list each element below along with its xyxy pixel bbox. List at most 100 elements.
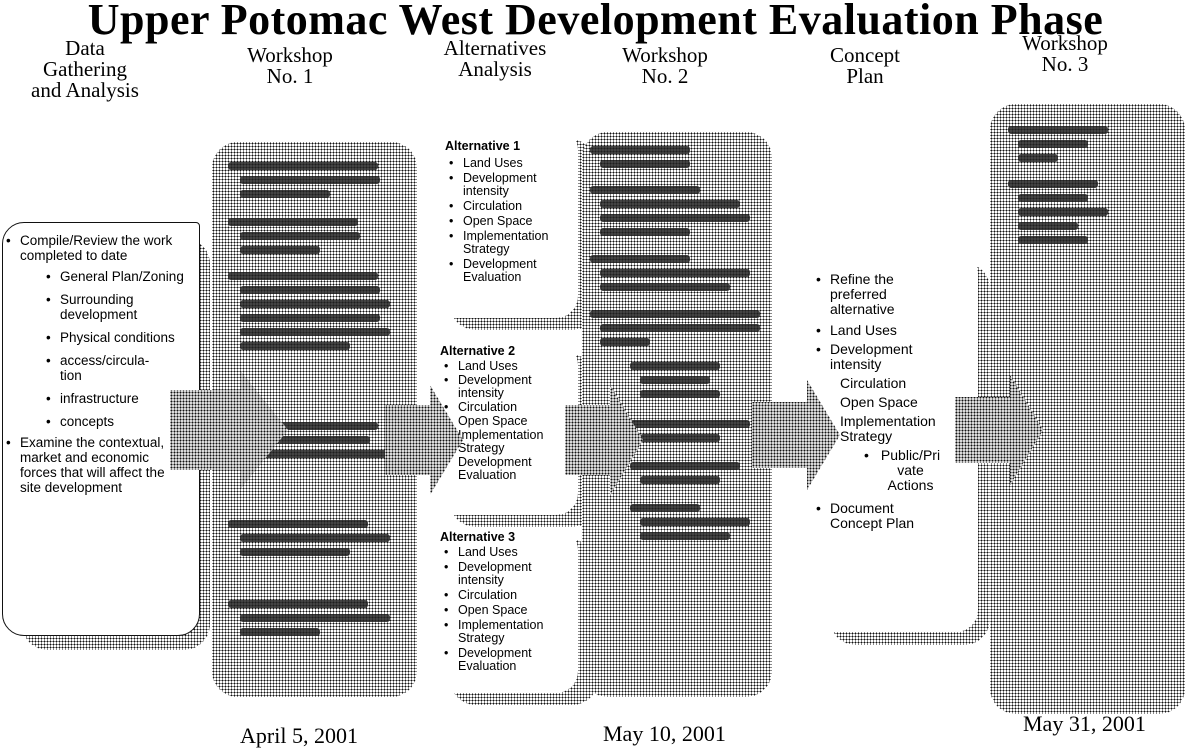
alt1-item: Development intensity	[449, 172, 563, 198]
workshop-1-text-block	[240, 614, 390, 622]
workshop-1-text-block	[240, 342, 350, 350]
alt1-item: Circulation	[449, 200, 585, 214]
workshop-2-text-block	[640, 518, 750, 526]
workshop-1-text-block	[240, 286, 380, 294]
heading-workshop-1: Workshop No. 1	[247, 43, 333, 88]
workshop-2-text-block	[640, 390, 720, 398]
arrow-1	[170, 370, 288, 490]
alt3-item: Land Uses	[444, 546, 580, 560]
workshop-2-text-block	[640, 476, 720, 484]
workshop-1-text-block	[240, 190, 330, 198]
workshop-2-text-block	[630, 504, 700, 512]
workshop-1-text-block	[240, 450, 390, 458]
workshop-3-text-block	[1018, 222, 1078, 230]
workshop-1-text-block	[240, 300, 390, 308]
alt1-item: Open Space	[449, 215, 585, 229]
date-workshop-2: May 10, 2001	[603, 721, 726, 746]
dg-sub-concepts: concepts	[46, 414, 196, 429]
workshop-1-text-block	[240, 176, 380, 184]
date-workshop-3: May 31, 2001	[1023, 711, 1146, 736]
alt3-item: Implementation Strategy	[444, 619, 570, 645]
alt3-item: Circulation	[444, 589, 580, 603]
workshop-1-text-block	[240, 246, 320, 254]
workshop-2-text-block	[600, 228, 690, 236]
workshop-1-text-block	[240, 436, 370, 444]
workshop-2-text-block	[590, 310, 760, 318]
alt3-item: Development intensity	[444, 561, 563, 587]
workshop-2-text-block	[630, 362, 720, 370]
workshop-3-text-block	[1008, 180, 1098, 188]
workshop-2-text-block	[600, 200, 740, 208]
heading-workshop-2: Workshop No. 2	[622, 43, 708, 88]
cp-public-private: Public/Pri vate Actions	[864, 448, 943, 493]
workshop-1-text-block	[240, 548, 350, 556]
dg-sub-general-plan: General Plan/Zoning	[46, 269, 196, 284]
alt1-item: Implementation Strategy	[449, 230, 573, 256]
cp-land-uses: Land Uses	[816, 323, 976, 339]
cp-refine: Refine the preferred alternative	[816, 272, 925, 317]
workshop-3-text-block	[1018, 236, 1088, 244]
workshop-3-text-block	[1018, 194, 1088, 202]
workshop-3-text-block	[1018, 140, 1088, 148]
cp-document: Document Concept Plan	[816, 501, 940, 531]
workshop-1-text-block	[240, 628, 320, 636]
heading-alternatives: Alternatives Analysis	[443, 36, 547, 81]
alternative-3-text: Alternative 3 Land Uses Development inte…	[440, 531, 580, 673]
alt3-item: Open Space	[444, 604, 580, 618]
workshop-2-text-block	[590, 255, 690, 263]
alternative-2-label: Alternative 2	[440, 344, 516, 358]
workshop-2-text-block	[600, 324, 760, 332]
arrow-4	[752, 380, 840, 490]
workshop-3-text-block	[1008, 126, 1108, 134]
workshop-2-text-block	[600, 338, 650, 346]
workshop-1-text-block	[228, 422, 378, 430]
workshop-2-text-block	[640, 434, 720, 442]
workshop-1-text-block	[240, 232, 360, 240]
workshop-2-text-block	[600, 214, 750, 222]
alt3-item: Development Evaluation	[444, 647, 568, 673]
dg-sub-access: access/circula-tion	[46, 353, 160, 383]
arrow-3	[565, 385, 643, 495]
dg-sub-surrounding: Surrounding development	[46, 292, 196, 322]
arrow-2	[385, 385, 463, 495]
cp-implementation: Implementation Strategy	[840, 413, 936, 444]
workshop-2-text-block	[640, 532, 730, 540]
workshop-1-text-block	[228, 520, 368, 528]
alt1-item: Land Uses	[449, 157, 585, 171]
heading-concept-plan: Concept Plan	[830, 43, 900, 88]
dg-item-examine: Examine the contextual, market and econo…	[6, 435, 170, 495]
alternative-2-text: Alternative 2 Land Uses Development inte…	[440, 345, 580, 482]
workshop-2-text-block	[600, 283, 730, 291]
data-gathering-text: Compile/Review the work completed to dat…	[6, 233, 196, 495]
alternative-3-label: Alternative 3	[440, 530, 516, 544]
arrow-5	[955, 375, 1043, 485]
workshop-2-text-block	[630, 462, 740, 470]
workshop-2-text-block	[630, 420, 750, 428]
page-title: Upper Potomac West Development Evaluatio…	[87, 0, 1104, 44]
workshop-1-text-block	[228, 272, 378, 280]
heading-workshop-3: Workshop No. 3	[1022, 31, 1108, 76]
alt1-item: Development Evaluation	[449, 258, 573, 284]
workshop-1-text-block	[228, 218, 358, 226]
alternative-1-text: Alternative 1 Land Uses Development inte…	[445, 140, 585, 284]
workshop-1-text-block	[240, 534, 390, 542]
alt2-item: Development intensity	[444, 374, 563, 400]
cp-open-space: Open Space	[840, 394, 918, 410]
dg-sub-infrastructure: infrastructure	[46, 391, 196, 406]
workshop-2-text-block	[590, 186, 700, 194]
workshop-2-text-block	[640, 376, 710, 384]
workshop-1-text-block	[240, 328, 390, 336]
alt2-item: Circulation	[444, 401, 580, 415]
dg-item-compile: Compile/Review the work completed to dat…	[6, 233, 196, 263]
workshop-2-text-block	[600, 160, 690, 168]
workshop-1-text-block	[228, 600, 368, 608]
dg-sub-physical: Physical conditions	[46, 330, 196, 345]
alt2-item: Land Uses	[444, 360, 580, 374]
date-workshop-1: April 5, 2001	[240, 723, 358, 748]
cp-dev-intensity: Development intensity	[816, 342, 940, 372]
workshop-3-text-block	[1018, 208, 1108, 216]
alternative-1-label: Alternative 1	[445, 139, 521, 153]
cp-circulation: Circulation	[840, 375, 907, 391]
workshop-3-text-block	[1018, 154, 1058, 162]
workshop-1-text-block	[228, 162, 378, 170]
